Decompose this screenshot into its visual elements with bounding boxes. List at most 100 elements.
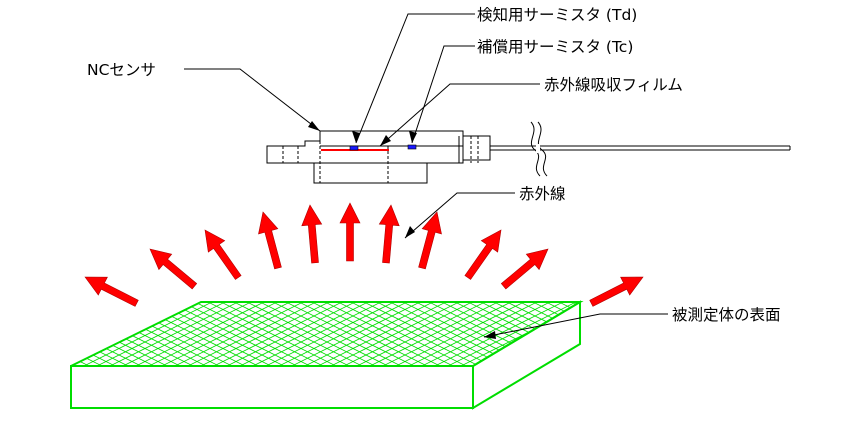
infrared-arrow bbox=[378, 204, 400, 264]
sensor-lower-box bbox=[313, 163, 428, 184]
hatch-line bbox=[71, 302, 224, 366]
hatch-line bbox=[71, 302, 224, 366]
leader-surface bbox=[483, 313, 668, 338]
hatch-line bbox=[71, 302, 237, 366]
label-infrared: 赤外線 bbox=[519, 185, 566, 203]
infrared-arrow bbox=[589, 276, 644, 307]
hatch-line bbox=[71, 302, 81, 366]
nc-sensor bbox=[266, 121, 791, 184]
hatch-line bbox=[71, 302, 81, 366]
leader-arrowhead bbox=[484, 331, 496, 339]
hatch-line bbox=[0, 290, 15, 420]
hatch-line bbox=[795, 290, 846, 420]
label-measured-surface: 被測定体の表面 bbox=[672, 306, 781, 324]
hatch-line bbox=[118, 302, 380, 366]
hatch-line bbox=[71, 302, 94, 366]
hatch-line bbox=[261, 302, 523, 366]
hatch-line bbox=[821, 290, 846, 420]
label-nc-sensor: NCセンサ bbox=[87, 61, 156, 79]
infrared-arrow bbox=[464, 229, 502, 280]
hatch-line bbox=[79, 302, 341, 366]
leader-arrowhead bbox=[380, 135, 391, 146]
cable-break-gap bbox=[536, 144, 540, 153]
hatch-line bbox=[71, 302, 198, 366]
leader-arrowhead bbox=[405, 226, 415, 238]
hatch-line bbox=[0, 290, 41, 420]
hatch-line bbox=[769, 290, 846, 420]
hatch-line bbox=[769, 290, 846, 420]
hatch-line bbox=[183, 302, 445, 366]
leader-detect-thermistor bbox=[355, 13, 475, 144]
hatch-line bbox=[0, 290, 67, 420]
leader-arrowhead bbox=[308, 121, 320, 131]
hatch-line bbox=[71, 302, 159, 366]
hatch-line bbox=[808, 290, 846, 420]
hatch-line bbox=[71, 302, 146, 366]
hatch-line bbox=[287, 302, 549, 366]
hatch-line bbox=[71, 302, 250, 366]
hatch-line bbox=[0, 290, 28, 420]
hatch-line bbox=[0, 290, 54, 420]
hatch-line bbox=[782, 290, 846, 420]
leader-nc-sensor bbox=[184, 68, 321, 132]
hatch-line bbox=[71, 302, 289, 366]
hatch-line bbox=[274, 302, 536, 366]
body-front-face bbox=[70, 365, 474, 409]
infrared-arrow bbox=[84, 276, 139, 307]
hatch-line bbox=[71, 302, 120, 366]
comp-thermistor bbox=[407, 144, 417, 150]
hatch-line bbox=[71, 302, 237, 366]
hatch-line bbox=[71, 302, 146, 366]
hatch-line bbox=[0, 290, 2, 420]
hatch-line bbox=[235, 302, 497, 366]
hatch-line bbox=[105, 302, 367, 366]
hatch-line bbox=[508, 302, 580, 366]
hatch-line bbox=[144, 302, 406, 366]
hatch-line bbox=[71, 302, 120, 366]
hatch-line bbox=[313, 302, 575, 366]
hatch-line bbox=[71, 302, 250, 366]
hatch-line bbox=[0, 290, 28, 420]
leader-ir-film bbox=[379, 83, 540, 147]
infrared-arrow bbox=[418, 211, 442, 270]
hatch-line bbox=[71, 302, 107, 366]
hatch-line bbox=[0, 290, 2, 420]
body-side-face bbox=[472, 300, 581, 410]
hatch-line bbox=[71, 302, 211, 366]
hatch-line bbox=[71, 302, 133, 366]
infrared-arrow bbox=[500, 248, 549, 290]
hatch-line bbox=[469, 302, 580, 366]
hatch-line bbox=[71, 302, 159, 366]
hatch-line bbox=[248, 302, 510, 366]
hatch-line bbox=[300, 302, 562, 366]
hatch-line bbox=[92, 302, 354, 366]
sensor-housing bbox=[266, 130, 491, 164]
hatch-line bbox=[339, 302, 580, 366]
hatch-line bbox=[834, 290, 846, 420]
label-detect-thermistor: 検知用サーミスタ (Td) bbox=[477, 6, 637, 24]
leader-arrowhead bbox=[409, 131, 417, 143]
detect-thermistor bbox=[349, 145, 359, 151]
hatch-line bbox=[196, 302, 458, 366]
cable-break-mark bbox=[530, 121, 541, 177]
hatch-line bbox=[71, 302, 107, 366]
hatch-line bbox=[495, 302, 580, 366]
infrared-arrow bbox=[149, 248, 198, 290]
cable-break-mark bbox=[537, 121, 548, 177]
hatch-line bbox=[222, 302, 484, 366]
hatch-line bbox=[808, 290, 846, 420]
hatch-line bbox=[71, 302, 328, 366]
label-ir-film: 赤外線吸収フィルム bbox=[544, 76, 683, 94]
leader-comp-thermistor bbox=[411, 45, 475, 144]
hatch-line bbox=[834, 290, 846, 420]
hatch-line bbox=[71, 302, 276, 366]
hatch-line bbox=[71, 302, 211, 366]
hatch-line bbox=[71, 302, 133, 366]
label-comp-thermistor: 補償用サーミスタ (Tc) bbox=[477, 38, 633, 56]
hatch-line bbox=[170, 302, 432, 366]
leader-infrared bbox=[404, 192, 515, 239]
hatch-line bbox=[71, 302, 198, 366]
hatch-line bbox=[209, 302, 471, 366]
infrared-arrow bbox=[339, 202, 361, 262]
